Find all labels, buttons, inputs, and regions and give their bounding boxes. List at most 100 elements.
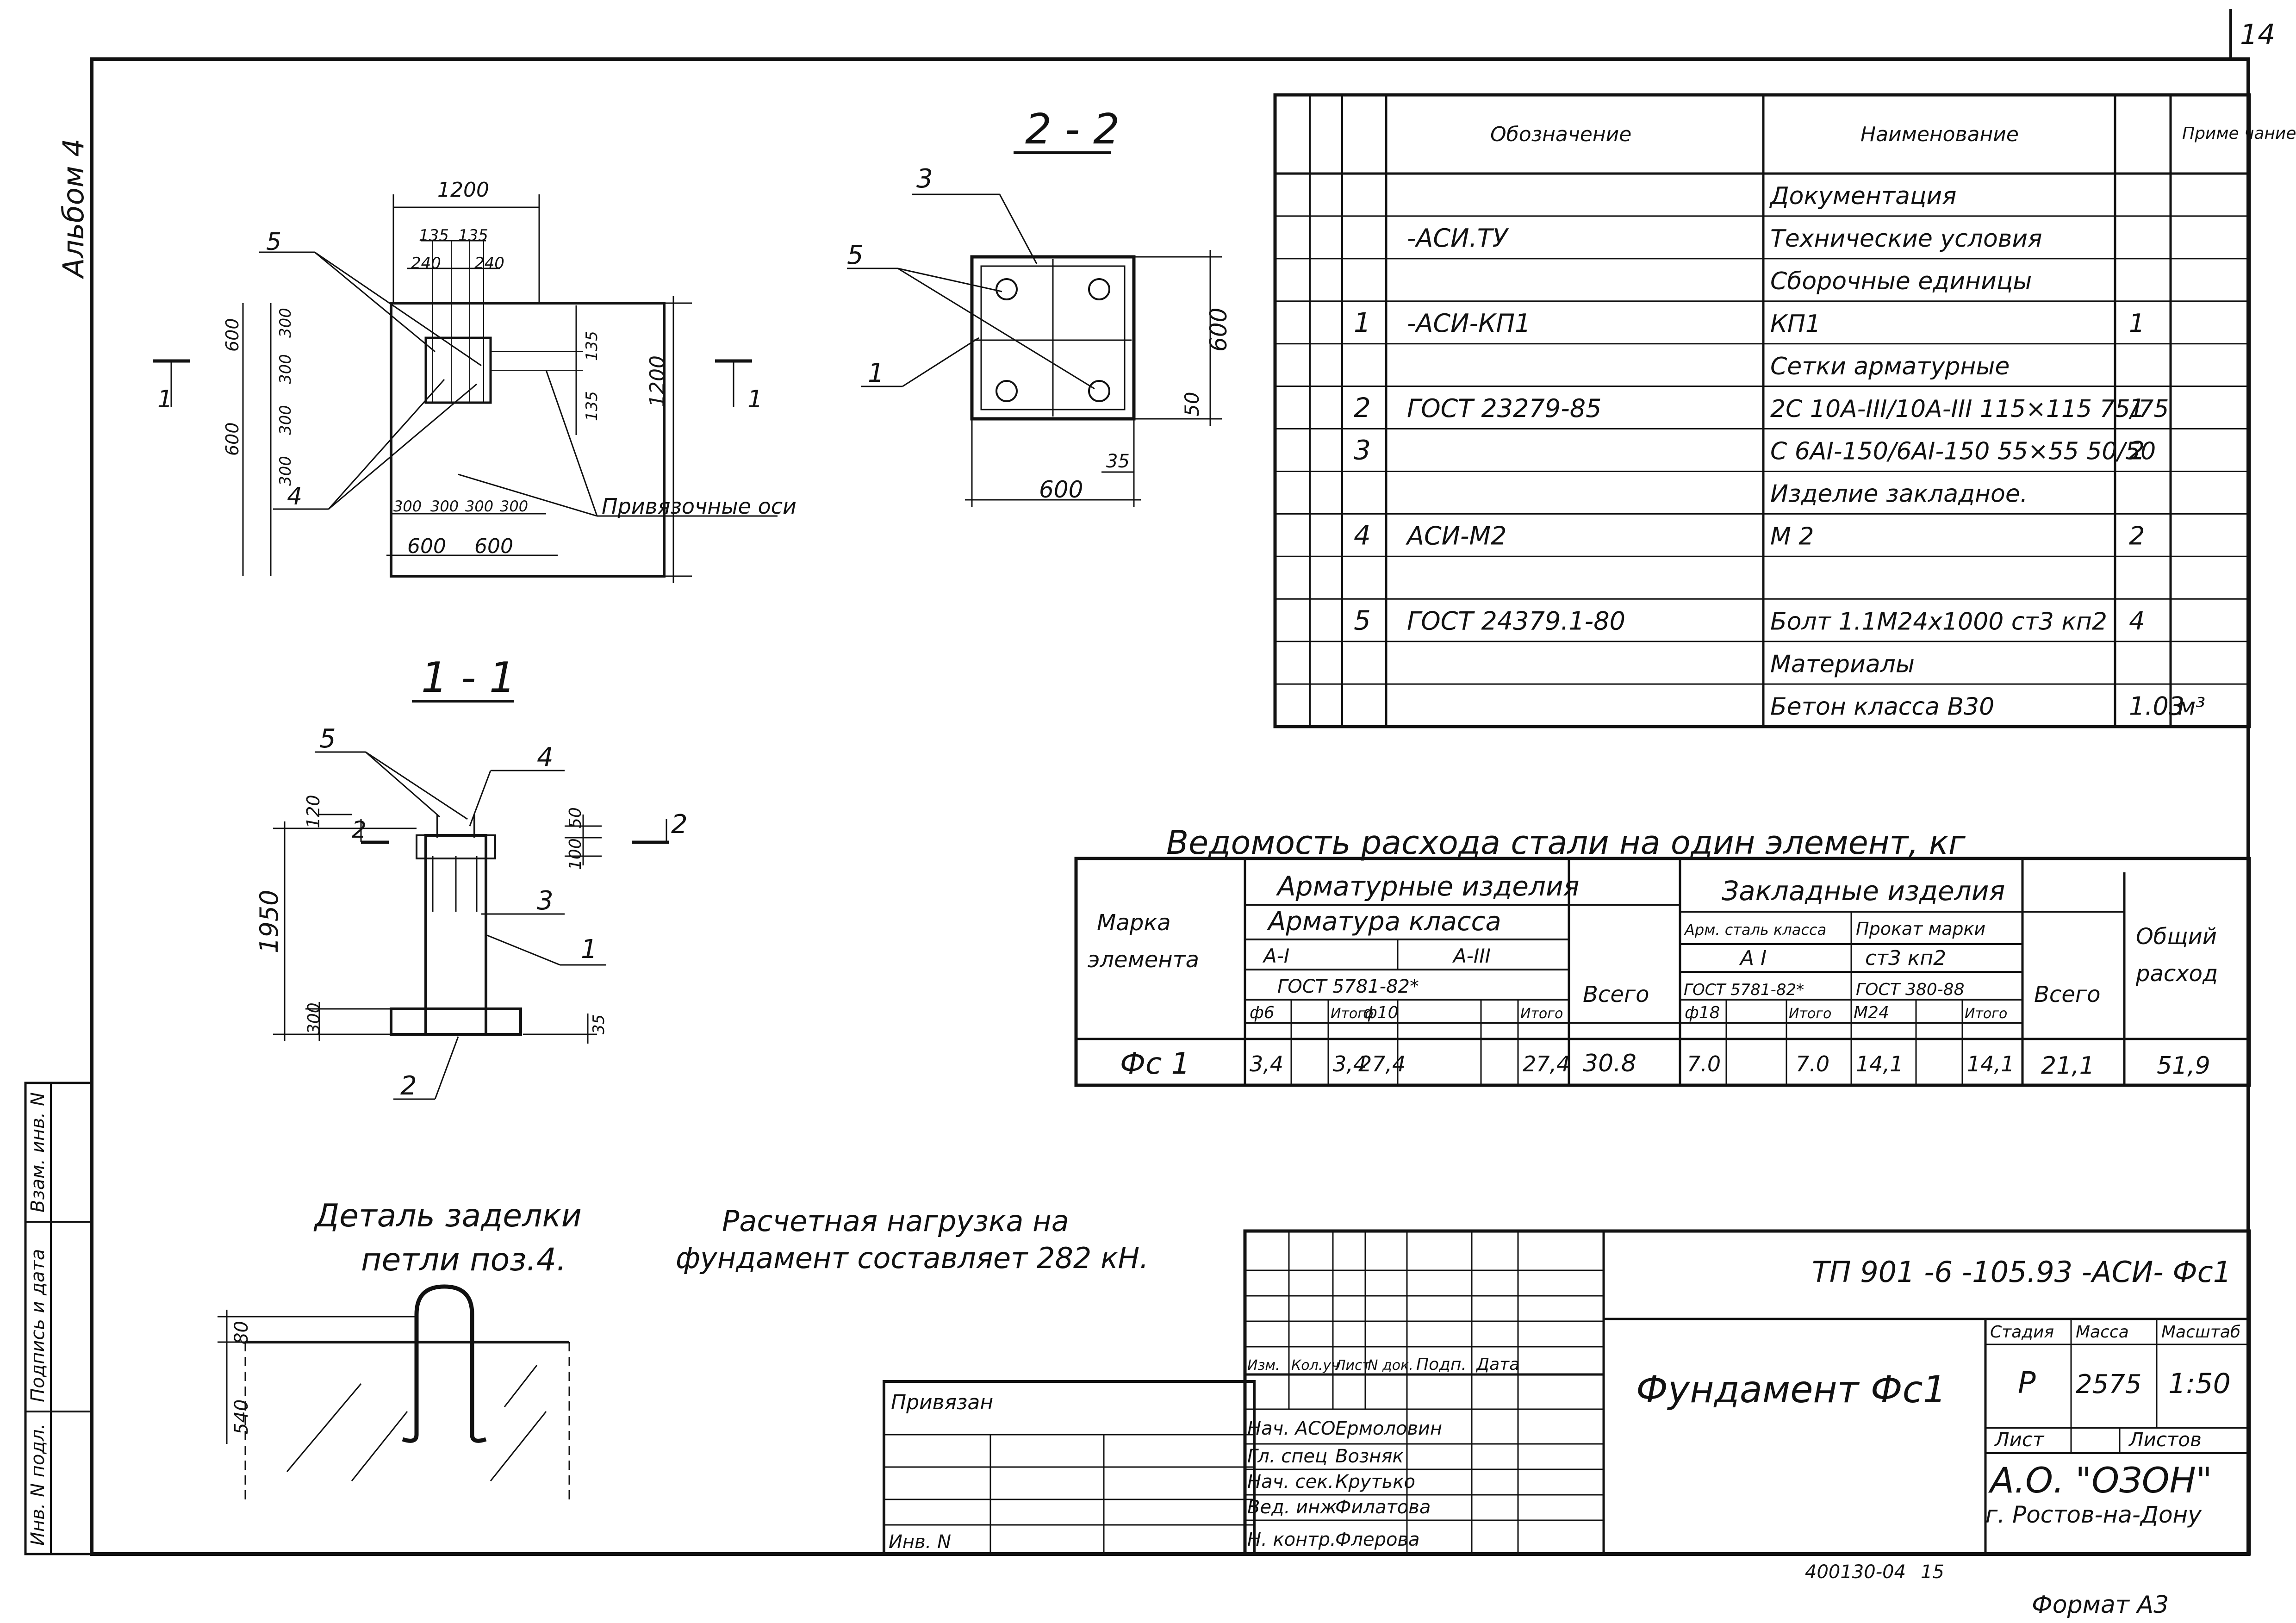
page-number: 14 — [2240, 19, 2275, 51]
steel-table-title: Ведомость расхода стали на один элемент,… — [1166, 824, 1966, 862]
plan-dim: 300 — [393, 497, 422, 515]
spec-qty: 4 — [2129, 606, 2145, 635]
spec-name: 2С 10А-III/10А-III 115×115 75/75 — [1770, 395, 2169, 423]
inventory-code: 400130-04 — [1805, 1561, 1906, 1583]
leader-1: 1 — [868, 358, 884, 388]
spec-designation: -АСИ.ТУ — [1407, 224, 1509, 253]
steel-h-itogo: Итого — [1331, 1006, 1373, 1022]
steel-h-f18: ф18 — [1685, 1003, 1720, 1022]
detail-dim: 80 — [231, 1321, 252, 1344]
plan-dim: 1200 — [437, 178, 489, 202]
spec-qty: 1.03 — [2129, 691, 2184, 721]
inv-label: Инв. N подл. — [27, 1424, 49, 1546]
steel-row-itogo1: 3,4 — [1333, 1051, 1367, 1076]
plan-dim: 300 — [276, 354, 295, 384]
left-strip: Инв. N подл. Подпись и дата Взам. инв. N — [24, 1082, 93, 1555]
steel-row-f6: 3,4 — [1250, 1051, 1283, 1076]
spec-designation: ГОСТ 24379.1-80 — [1407, 606, 1625, 635]
steel-h-itogo: Итого — [1520, 1006, 1563, 1022]
tb-h-col: Лист — [1335, 1357, 1371, 1374]
spec-designation: ГОСТ 23279-85 — [1407, 394, 1601, 423]
steel-table: Ведомость расхода стали на один элемент,… — [1074, 824, 2251, 1087]
plan-dim: 600 — [222, 318, 243, 352]
section-22-title: 2 - 2 — [1025, 105, 1120, 154]
tb-signer-name: Ермоловин — [1335, 1418, 1442, 1439]
tb-h-col: Кол.уч — [1291, 1357, 1339, 1374]
tb-company: А.О. "ОЗОН" — [1988, 1460, 2212, 1501]
leader-2: 2 — [400, 1071, 417, 1101]
tb-signer-name: Флерова — [1335, 1529, 1420, 1550]
tb-signer-role: Н. контр. — [1247, 1529, 1336, 1550]
steel-row-m24: 14,1 — [1856, 1051, 1903, 1076]
spec-name: М 2 — [1770, 523, 1814, 551]
tb-signer-role: Гл. спец — [1247, 1446, 1327, 1467]
section-11-dim: 300 — [305, 1002, 324, 1034]
steel-h-vsego: Всего — [2034, 982, 2100, 1007]
plan-dim: 300 — [276, 405, 295, 435]
steel-row-itogo3: 7.0 — [1796, 1051, 1829, 1076]
section-22-dim: 600 — [1205, 308, 1232, 352]
steel-h-itogo: Итого — [1789, 1006, 1831, 1022]
tb-signer-name: Возняк — [1335, 1446, 1404, 1467]
spec-name: С 6АI-150/6АI-150 55×55 50/50 — [1770, 438, 2156, 466]
steel-h-f10: ф10 — [1363, 1003, 1399, 1022]
section-11-dim: 1950 — [255, 890, 284, 953]
format-label: Формат А3 — [2032, 1591, 2169, 1619]
steel-row-mark: Фс 1 — [1120, 1047, 1190, 1081]
leader-5: 5 — [266, 228, 281, 256]
steel-h-rebar-class: Арматура класса — [1267, 907, 1501, 937]
steel-row-vsego2: 21,1 — [2041, 1052, 2095, 1080]
steel-h-total: расход — [2135, 961, 2218, 987]
plan-dim: 1200 — [646, 355, 669, 407]
spec-pos: 3 — [1354, 435, 1371, 466]
tb-h-col: Дата — [1475, 1355, 1519, 1374]
tb-h-col: Изм. — [1247, 1357, 1280, 1374]
tb-inv: Инв. N — [889, 1531, 951, 1553]
spec-pos: 4 — [1354, 520, 1371, 551]
section-11-title: 1 - 1 — [421, 653, 516, 702]
steel-h-f6: ф6 — [1250, 1003, 1275, 1022]
steel-h-vsego: Всего — [1583, 982, 1649, 1007]
leader-5: 5 — [847, 240, 864, 270]
spec-name: Бетон класса В30 — [1770, 693, 1994, 721]
spec-header-name: Наименование — [1860, 123, 2019, 146]
album-label: Альбом 4 — [56, 138, 90, 280]
tb-signer-role: Нач. сек. — [1247, 1471, 1334, 1492]
detail-title: петли поз.4. — [361, 1242, 566, 1278]
plan-dim: 135 — [583, 331, 601, 361]
steel-h-AI: А-I — [1262, 945, 1289, 967]
steel-row-itogo2: 27,4 — [1523, 1051, 1570, 1076]
section-11-dim: 50 — [566, 807, 585, 828]
steel-h-st3kp2: ст3 кп2 — [1865, 946, 1946, 970]
load-note: Расчетная нагрузка на — [722, 1204, 1069, 1238]
tb-title: Фундамент Фс1 — [1636, 1368, 1947, 1411]
plan-dim: 600 — [407, 535, 446, 558]
plan-dim: 300 — [276, 456, 295, 486]
plan-dim: 240 — [474, 254, 504, 273]
steel-h-rebar: Арматурные изделия — [1276, 871, 1580, 902]
spec-name: Сетки арматурные — [1770, 353, 2010, 380]
plan-dim: 300 — [430, 497, 459, 515]
tb-scale: 1:50 — [2168, 1368, 2231, 1400]
tb-h-col: Подп. — [1416, 1355, 1467, 1374]
inventory-sheet: 15 — [1921, 1561, 1944, 1583]
leader-4: 4 — [287, 483, 302, 510]
section-11-dim: 120 — [303, 795, 324, 828]
leader-3: 3 — [916, 164, 933, 194]
section-11-mark: 2 — [671, 809, 688, 839]
spec-name: Болт 1.1М24х1000 ст3 кп2 — [1770, 608, 2107, 635]
tb-h-col: N док. — [1368, 1357, 1413, 1374]
spec-qty: 2 — [2129, 522, 2145, 551]
section-22-dim: 50 — [1181, 392, 1203, 417]
steel-h-embed: Закладные изделия — [1722, 875, 2005, 907]
detail-dim: 540 — [231, 1399, 252, 1435]
tb-h-mass: Масса — [2076, 1323, 2129, 1342]
tb-signer-name: Филатова — [1335, 1497, 1431, 1518]
sign-date-label: Подпись и дата — [27, 1249, 49, 1402]
tb-stage: Р — [2018, 1366, 2036, 1400]
steel-h-AI2: А I — [1739, 946, 1767, 970]
steel-h-AIII: А-III — [1452, 945, 1491, 967]
spec-name: Изделие закладное. — [1770, 480, 2028, 508]
spec-name: Сборочные единицы — [1770, 267, 2032, 295]
